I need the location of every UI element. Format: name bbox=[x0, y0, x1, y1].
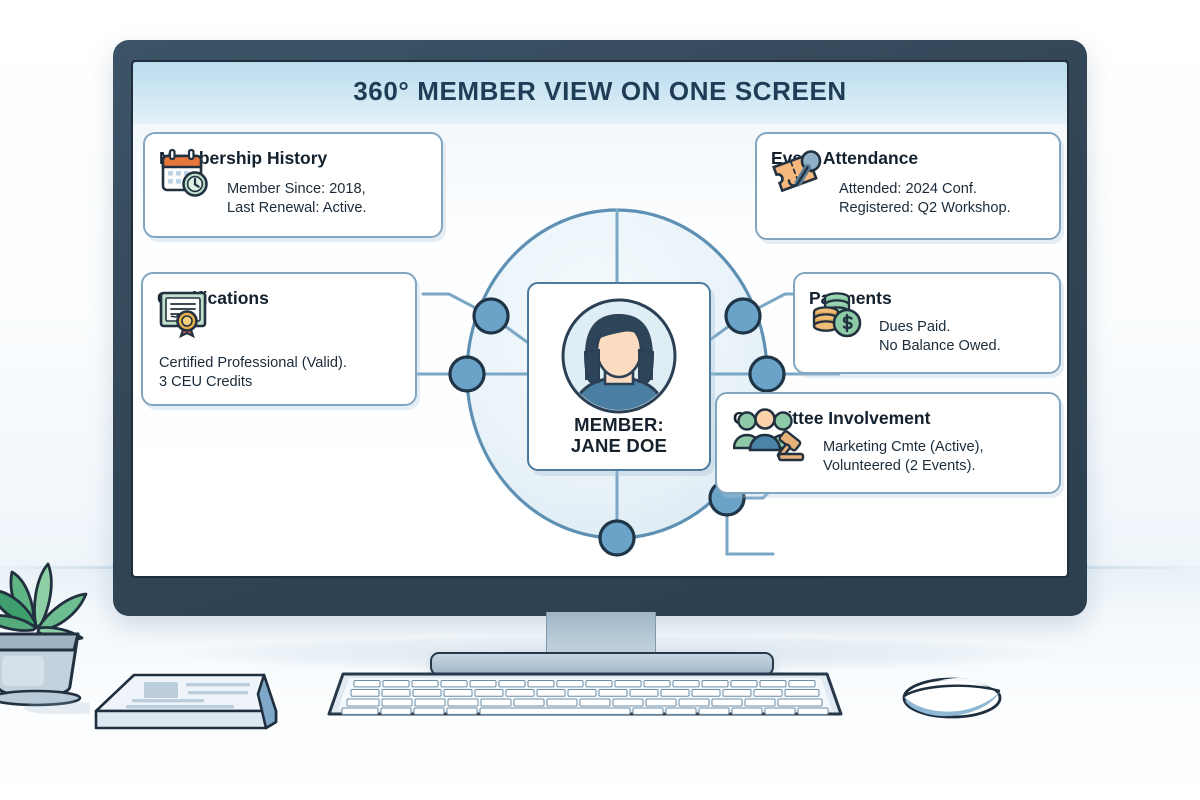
card-line: 3 CEU Credits bbox=[159, 373, 253, 390]
card-payments[interactable]: Payments Dues Paid. No Balance Owed. bbox=[793, 272, 1061, 374]
keyboard[interactable] bbox=[325, 668, 845, 720]
calendar-clock-icon bbox=[161, 148, 208, 197]
potted-succulent-plant bbox=[0, 534, 104, 715]
certificate-award-icon bbox=[159, 291, 207, 339]
card-line: Registered: Q2 Workshop. bbox=[839, 199, 1011, 216]
mouse[interactable] bbox=[898, 668, 1006, 724]
card-line: Volunteered (2 Events). bbox=[823, 457, 976, 474]
card-membership-history[interactable]: Membership History Member Since: 2018, L… bbox=[143, 132, 443, 238]
people-gavel-icon bbox=[733, 408, 805, 462]
monitor-stand-neck bbox=[546, 612, 656, 658]
monitor-frame: 360° MEMBER VIEW ON ONE SCREEN bbox=[113, 40, 1087, 616]
card-line: Member Since: 2018, bbox=[227, 181, 366, 197]
notebook[interactable] bbox=[88, 672, 284, 734]
screen-titlebar: 360° MEMBER VIEW ON ONE SCREEN bbox=[133, 62, 1067, 124]
coins-dollar-icon bbox=[812, 292, 862, 338]
ticket-microphone-icon bbox=[772, 150, 822, 193]
card-line: Dues Paid. bbox=[879, 319, 951, 335]
card-certifications[interactable]: Certifications Certified Professional (V… bbox=[141, 272, 417, 406]
person-avatar-icon bbox=[561, 298, 677, 414]
member-label: MEMBER: bbox=[574, 413, 664, 435]
page-title: 360° MEMBER VIEW ON ONE SCREEN bbox=[353, 76, 847, 106]
monitor-stand-base bbox=[430, 652, 774, 676]
hub-spoke-diagram: MEMBER: JANE DOE bbox=[133, 124, 1067, 576]
card-line: Marketing Cmte (Active), bbox=[823, 439, 984, 455]
card-line: No Balance Owed. bbox=[879, 337, 1001, 354]
card-line: Attended: 2024 Conf. bbox=[839, 181, 977, 197]
member-value: JANE DOE bbox=[570, 434, 668, 456]
card-line: Last Renewal: Active. bbox=[227, 199, 367, 216]
card-event-attendance[interactable]: Event Attendance Attended: 2024 Conf. Re… bbox=[755, 132, 1061, 240]
card-line: Certified Professional (Valid). bbox=[159, 355, 347, 371]
card-committee-involvement[interactable]: Committee Involvement Marketing Cmte (Ac… bbox=[715, 392, 1061, 494]
member-name: MEMBER: JANE DOE bbox=[529, 414, 709, 456]
diagram-canvas: MEMBER: JANE DOE bbox=[133, 124, 1067, 576]
monitor-screen: 360° MEMBER VIEW ON ONE SCREEN bbox=[133, 62, 1067, 576]
member-card[interactable]: MEMBER: JANE DOE bbox=[527, 282, 711, 471]
